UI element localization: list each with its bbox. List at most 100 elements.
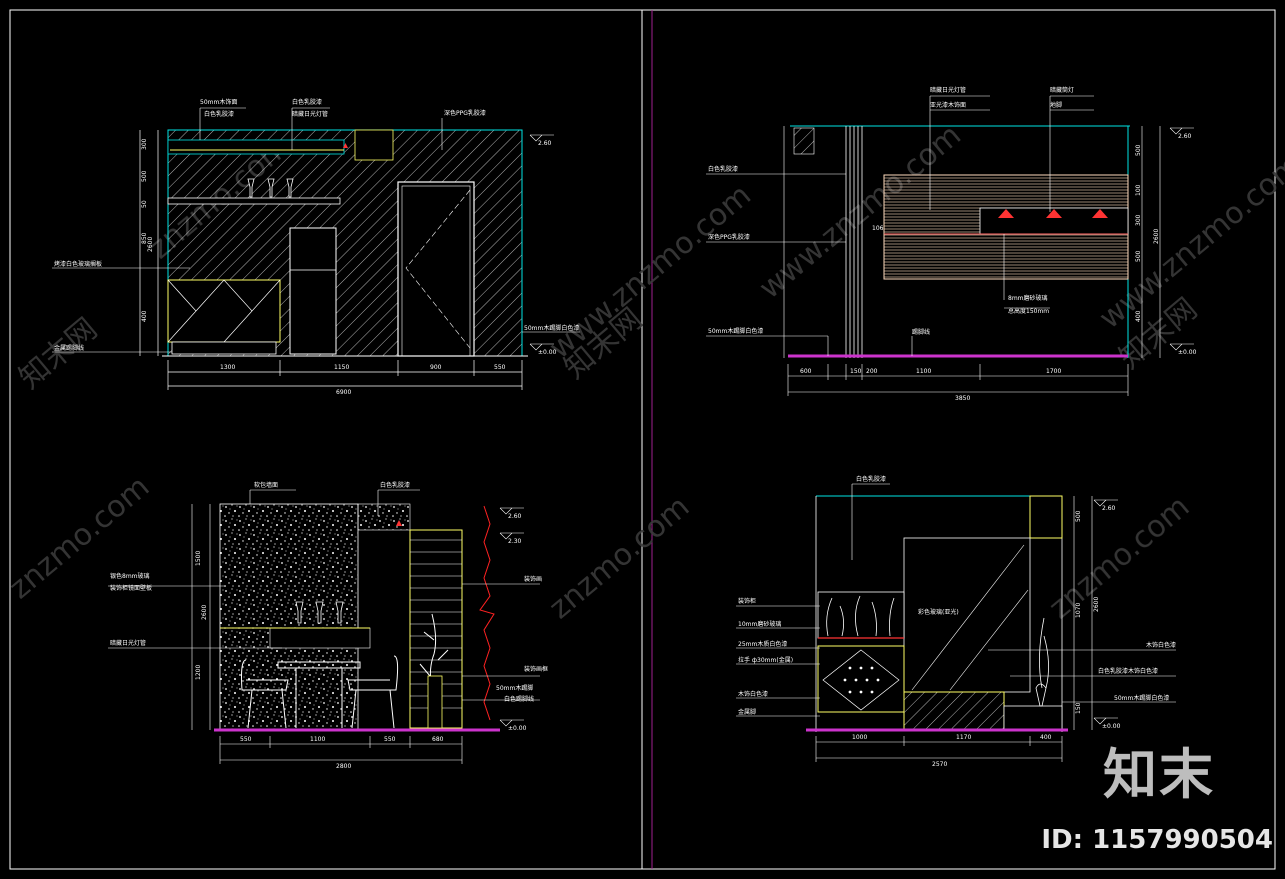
tr-vdim-4: 2600 [1153, 229, 1160, 244]
tr-label-6: 8mm磨砂玻璃 [1008, 294, 1048, 302]
br-low-cabinet [903, 691, 1005, 731]
tl-vdim-1: 500 [141, 170, 148, 182]
br-vdim-0: 500 [1075, 510, 1082, 522]
tl-label-3: 暗藏日光灯管 [292, 110, 328, 118]
br-level-symbol-0 [1093, 499, 1118, 507]
tl-leader-lines [52, 107, 580, 353]
br-mirror [903, 537, 1031, 693]
bl-total-dim: 2800 [336, 763, 351, 770]
wm-5: znzmo.com [543, 489, 697, 626]
tr-level-symbol-1 [1169, 343, 1194, 351]
tl-hdim-0: 1300 [220, 364, 235, 371]
br-label-5: 木饰白色漆 [738, 690, 768, 698]
tr-label-3: 地脚 [1050, 101, 1062, 109]
tl-level-symbol-1 [529, 343, 554, 351]
br-cabinet-top [817, 591, 905, 639]
tl-vdim-0: 300 [141, 138, 148, 150]
tr-vdim-5: 400 [1135, 310, 1142, 322]
br-total-dim: 2570 [932, 761, 947, 768]
br-label-6: 金属脚 [738, 708, 756, 716]
bl-vases [295, 601, 344, 624]
tl-annotation-labels: 50mm木饰面白色乳胶漆白色乳胶漆暗藏日光灯管深色PPG乳胶漆烤漆白色玻璃搁板金… [54, 98, 579, 352]
tl-label-2: 白色乳胶漆 [292, 98, 322, 106]
drawing-frame [9, 9, 1276, 870]
tl-vases [247, 178, 294, 198]
bl-wavy-break [479, 505, 495, 721]
tr-vertical-dims: 500 100 300 500 2600 400 [1135, 144, 1160, 322]
tr-vdim-3: 500 [1135, 250, 1142, 262]
bl-vdim-0: 1500 [195, 551, 202, 566]
bl-label-3: 装饰柜镜面壁板 [110, 584, 152, 592]
bl-level-symbol-0 [499, 507, 524, 515]
tr-label-8: 50mm木踢脚白色漆 [708, 327, 763, 335]
bl-lamp [396, 520, 402, 526]
bl-label-8: 白色踢脚线 [504, 695, 534, 703]
tr-hdim-3: 1100 [916, 368, 931, 375]
br-level-symbol-1 [1093, 717, 1118, 725]
bl-level-0: 2.60 [508, 513, 522, 520]
tr-lamps [998, 209, 1108, 218]
tl-level-marks: 2.60±0.00 [529, 134, 557, 356]
bl-label-1: 白色乳胶漆 [380, 481, 410, 489]
bl-label-2: 银色8mm玻璃 [110, 572, 150, 580]
bl-vdim-1: 2600 [201, 605, 208, 620]
bl-label-5: 装饰画 [524, 575, 542, 583]
brand-logo: 知末 [1103, 743, 1215, 806]
bl-wall-speckle [219, 503, 359, 731]
br-cabinet-door [817, 645, 905, 713]
tr-annotation-labels: 暗藏日光灯管亚光漆木饰面暗藏筒灯地脚白色乳胶漆深色PPG乳胶漆8mm磨砂玻璃总高… [708, 86, 1074, 336]
wm-6: znzmo.com [1043, 489, 1197, 626]
tl-level-0: 2.60 [538, 140, 552, 147]
bl-level-symbol-1 [499, 532, 524, 540]
br-label-0: 白色乳胶漆 [856, 475, 886, 483]
bl-hdim-3: 680 [432, 736, 444, 743]
br-leader-lines [736, 483, 1176, 717]
tl-level-symbol-0 [529, 134, 554, 142]
br-label-2: 10mm磨砂玻璃 [738, 620, 781, 628]
tr-vdim-2: 300 [1135, 214, 1142, 226]
br-hdim-0: 1000 [852, 734, 867, 741]
tl-label-7: 50mm木踢脚白色漆 [524, 324, 579, 332]
br-label-3: 25mm木质白色漆 [738, 640, 787, 648]
br-vdim-2: 2600 [1093, 597, 1100, 612]
tl-label-6: 金属踢脚线 [54, 344, 84, 352]
tl-vdim-4: 2600 [147, 237, 154, 252]
tr-side-dim: 106 [872, 225, 884, 232]
br-level-0: 2.60 [1102, 505, 1116, 512]
br-label-4: 拉手 ф30mm(金属) [738, 656, 793, 664]
tl-lamp [343, 143, 348, 148]
br-hdim-1: 1170 [956, 734, 971, 741]
tr-label-0: 暗藏日光灯管 [930, 86, 966, 94]
wm-8: 知末网 [13, 311, 104, 396]
tr-vdim-0: 500 [1135, 144, 1142, 156]
br-label-9: 白色乳胶漆木饰白色漆 [1098, 667, 1158, 675]
bl-annotation-labels: 软包墙面白色乳胶漆银色8mm玻璃装饰柜镜面壁板暗藏日光灯管装饰画装饰画框50mm… [110, 481, 548, 703]
bl-label-7: 50mm木踢脚 [496, 684, 533, 692]
bl-level-symbol-2 [499, 719, 524, 727]
tr-label-4: 白色乳胶漆 [708, 165, 738, 173]
tl-hdim-2: 900 [430, 364, 442, 371]
br-label-1: 装饰柜 [738, 597, 756, 605]
bl-level-marks: 2.602.30±0.00 [499, 507, 527, 732]
tr-level-1: ±0.00 [1178, 349, 1197, 356]
tr-label-9: 踢脚线 [912, 328, 930, 336]
tr-total-dim: 3850 [955, 395, 970, 402]
tr-level-marks: 2.60±0.00 [1169, 127, 1197, 356]
tl-label-5: 烤漆白色玻璃搁板 [54, 260, 102, 268]
tl-fridge [289, 227, 337, 355]
tl-label-4: 深色PPG乳胶漆 [444, 109, 486, 117]
br-label-8: 木饰白色漆 [1146, 641, 1176, 649]
tr-vdim-1: 100 [1135, 184, 1142, 196]
tr-hdim-4: 1700 [1046, 368, 1061, 375]
image-id-label: ID: 1157990504 [1041, 825, 1273, 855]
